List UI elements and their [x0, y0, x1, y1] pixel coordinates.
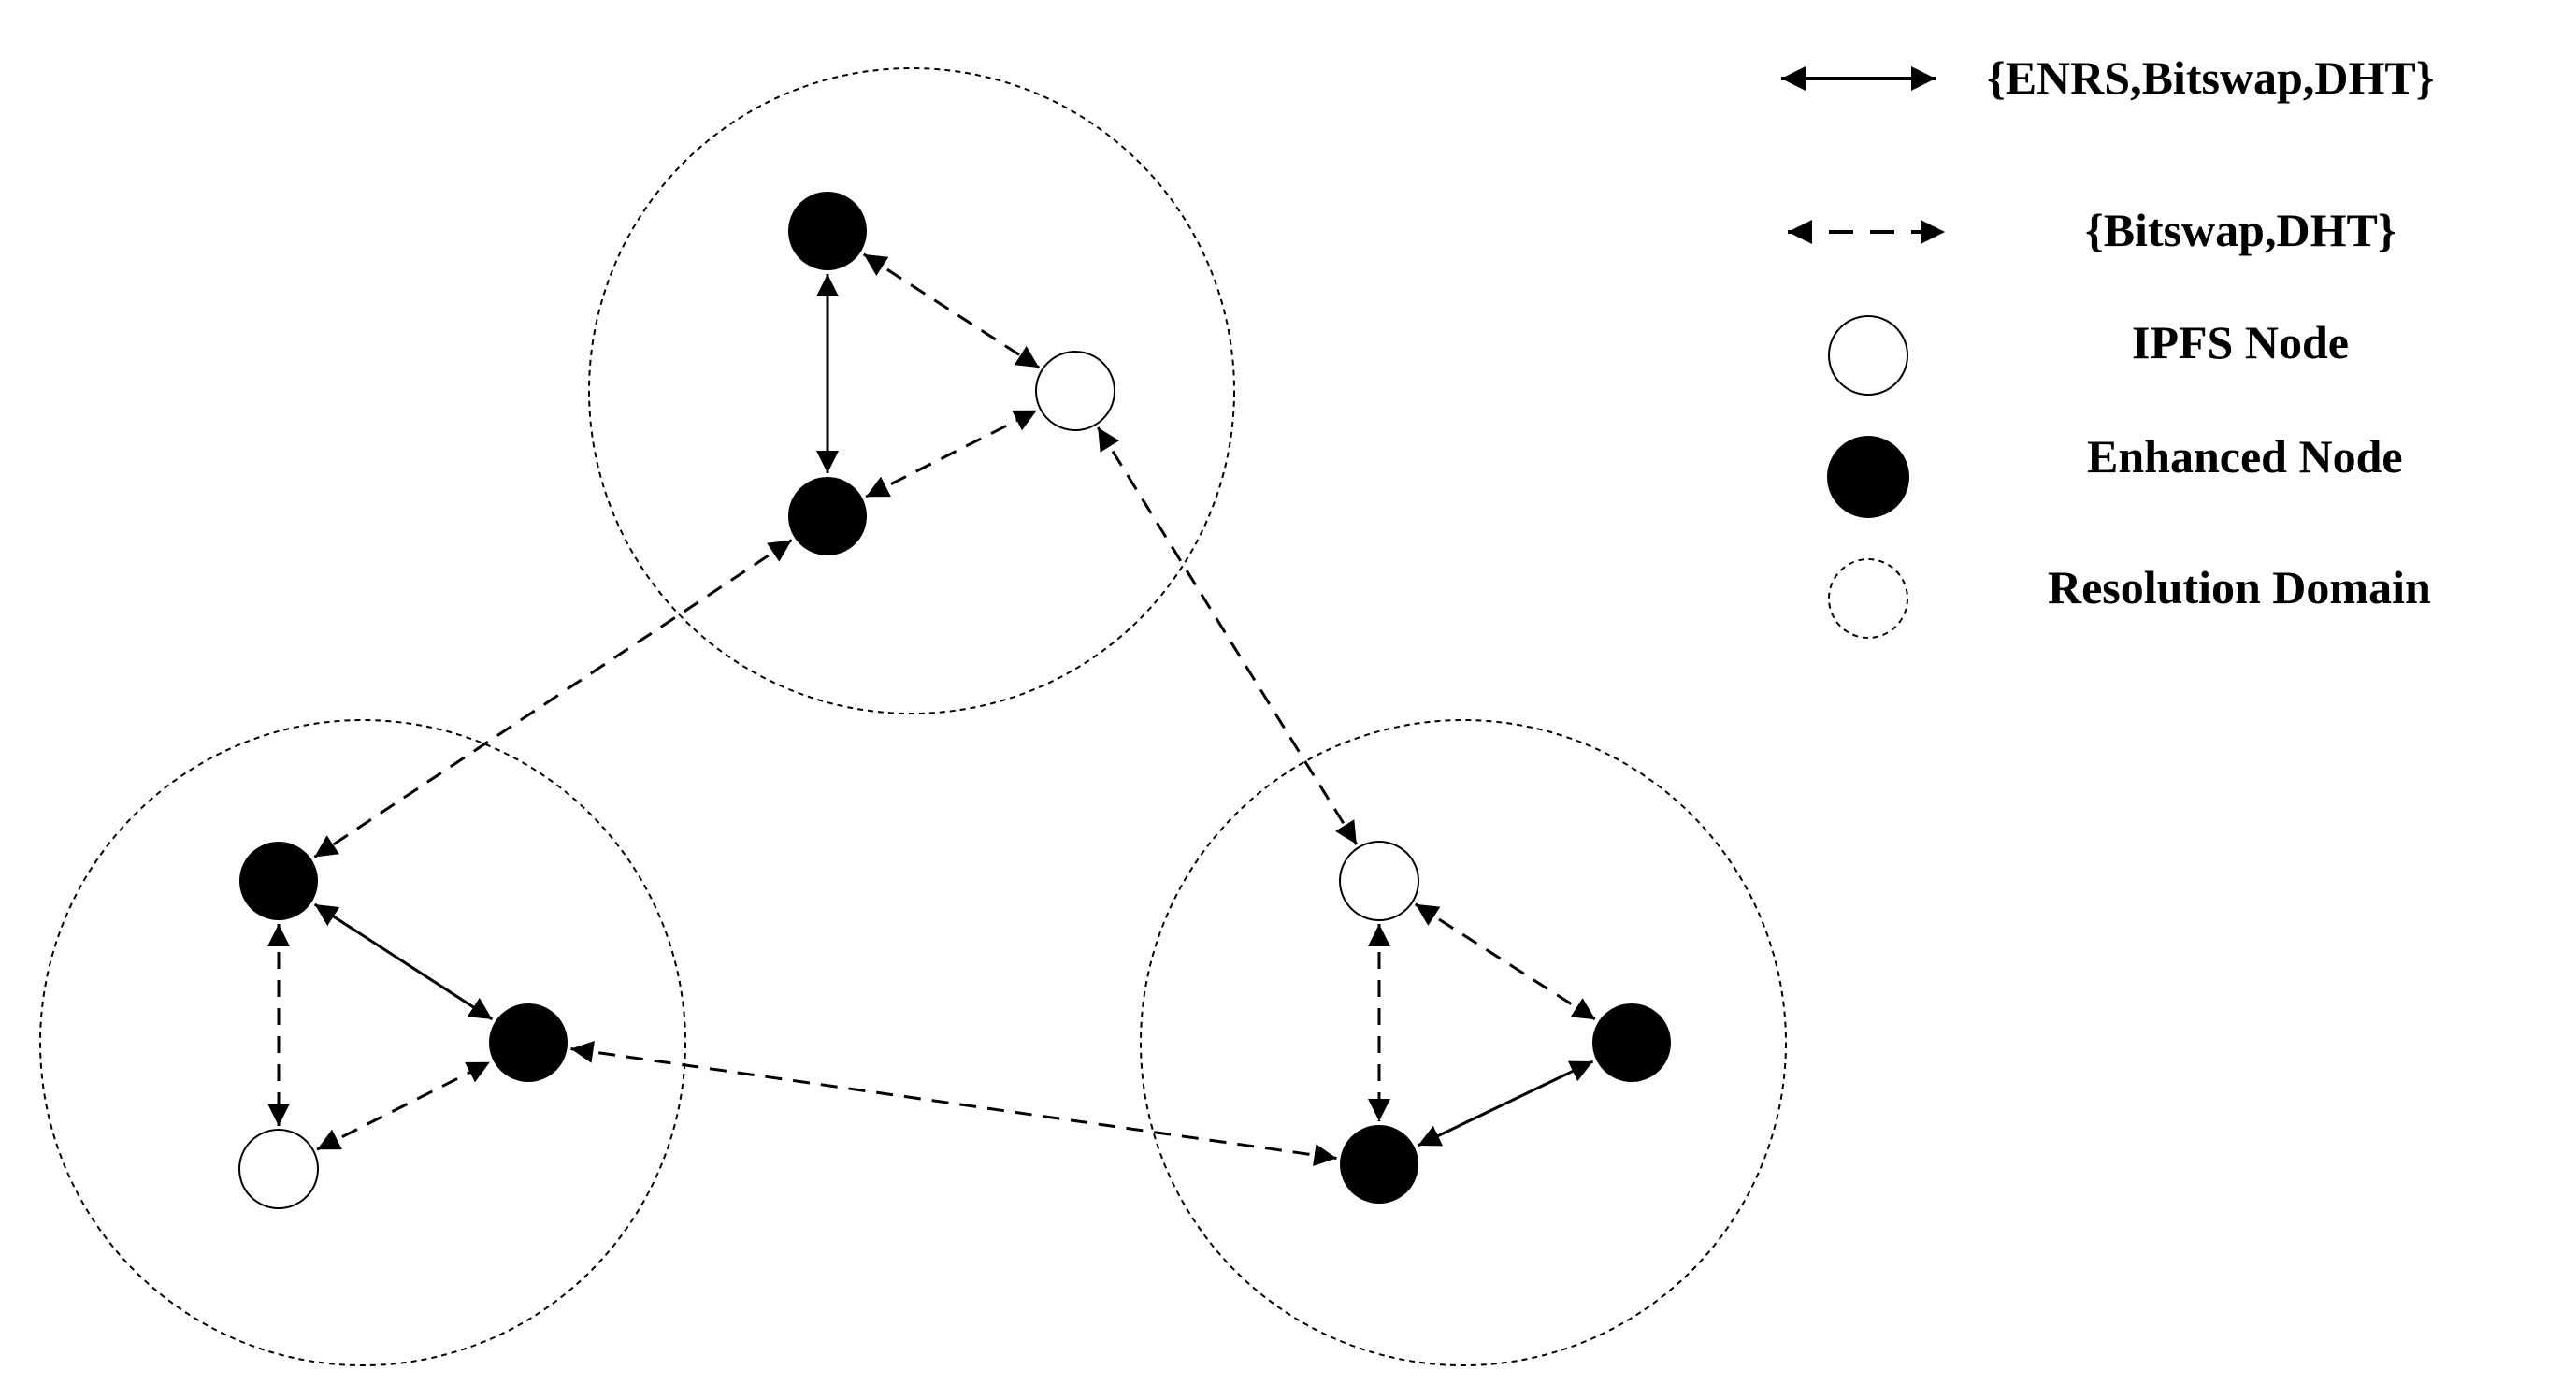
enhanced-node-t3: [788, 477, 867, 555]
dashed-edge-t3-t2: [865, 409, 1038, 498]
legend-item-enhanced-node: Enhanced Node: [1827, 430, 2403, 518]
enhanced-node-l1: [239, 842, 318, 920]
dashed-edge-t1-t2: [862, 252, 1041, 369]
enhanced-node-t1: [788, 192, 867, 270]
legend-item-solid-edge: {ENRS,Bitswap,DHT}: [1781, 51, 2434, 104]
ipfs-node-t2: [1035, 351, 1115, 431]
dashed-edge-t3-l1: [313, 539, 793, 858]
legend-item-ipfs-node: IPFS Node: [1828, 315, 2349, 396]
legend-item-resolution-domain: Resolution Domain: [1828, 558, 2431, 639]
legend-resolution-domain-symbol: [1828, 558, 1908, 639]
legend-resolution-domain-label: Resolution Domain: [2048, 561, 2431, 613]
legend-ipfs-node-label: IPFS Node: [2132, 316, 2349, 368]
dashed-edge-l2-r2: [570, 1041, 1337, 1166]
legend: {ENRS,Bitswap,DHT} {Bitswap,DHT} IPFS No…: [1781, 51, 2434, 639]
resolution-domain-top: [588, 67, 1235, 714]
dashed-edge-r1-r3: [1414, 902, 1597, 1021]
resolution-domain-left: [39, 719, 686, 1366]
ipfs-node-l3: [238, 1129, 319, 1209]
legend-solid-edge-label: {ENRS,Bitswap,DHT}: [1987, 51, 2434, 104]
enhanced-node-r3: [1592, 1003, 1671, 1082]
ipfs-node-r1: [1339, 841, 1419, 921]
solid-edge-r2-r3: [1417, 1060, 1594, 1147]
enhanced-node-l2: [489, 1003, 568, 1082]
legend-ipfs-node-symbol: [1828, 315, 1908, 396]
dashed-edge-t2-r1: [1096, 426, 1359, 845]
edges-layer: [267, 252, 1597, 1166]
resolution-domain-right: [1140, 719, 1787, 1366]
legend-dashed-edge-label: {Bitswap,DHT}: [2085, 204, 2396, 256]
legend-enhanced-node-label: Enhanced Node: [2087, 430, 2403, 483]
nodes-layer: [238, 192, 1671, 1209]
legend-enhanced-node-symbol: [1827, 436, 1909, 518]
legend-item-dashed-edge: {Bitswap,DHT}: [1788, 204, 2396, 256]
solid-edge-l1-l2: [313, 902, 494, 1021]
enhanced-node-r2: [1340, 1125, 1418, 1204]
dashed-edge-l3-l2: [316, 1060, 491, 1151]
